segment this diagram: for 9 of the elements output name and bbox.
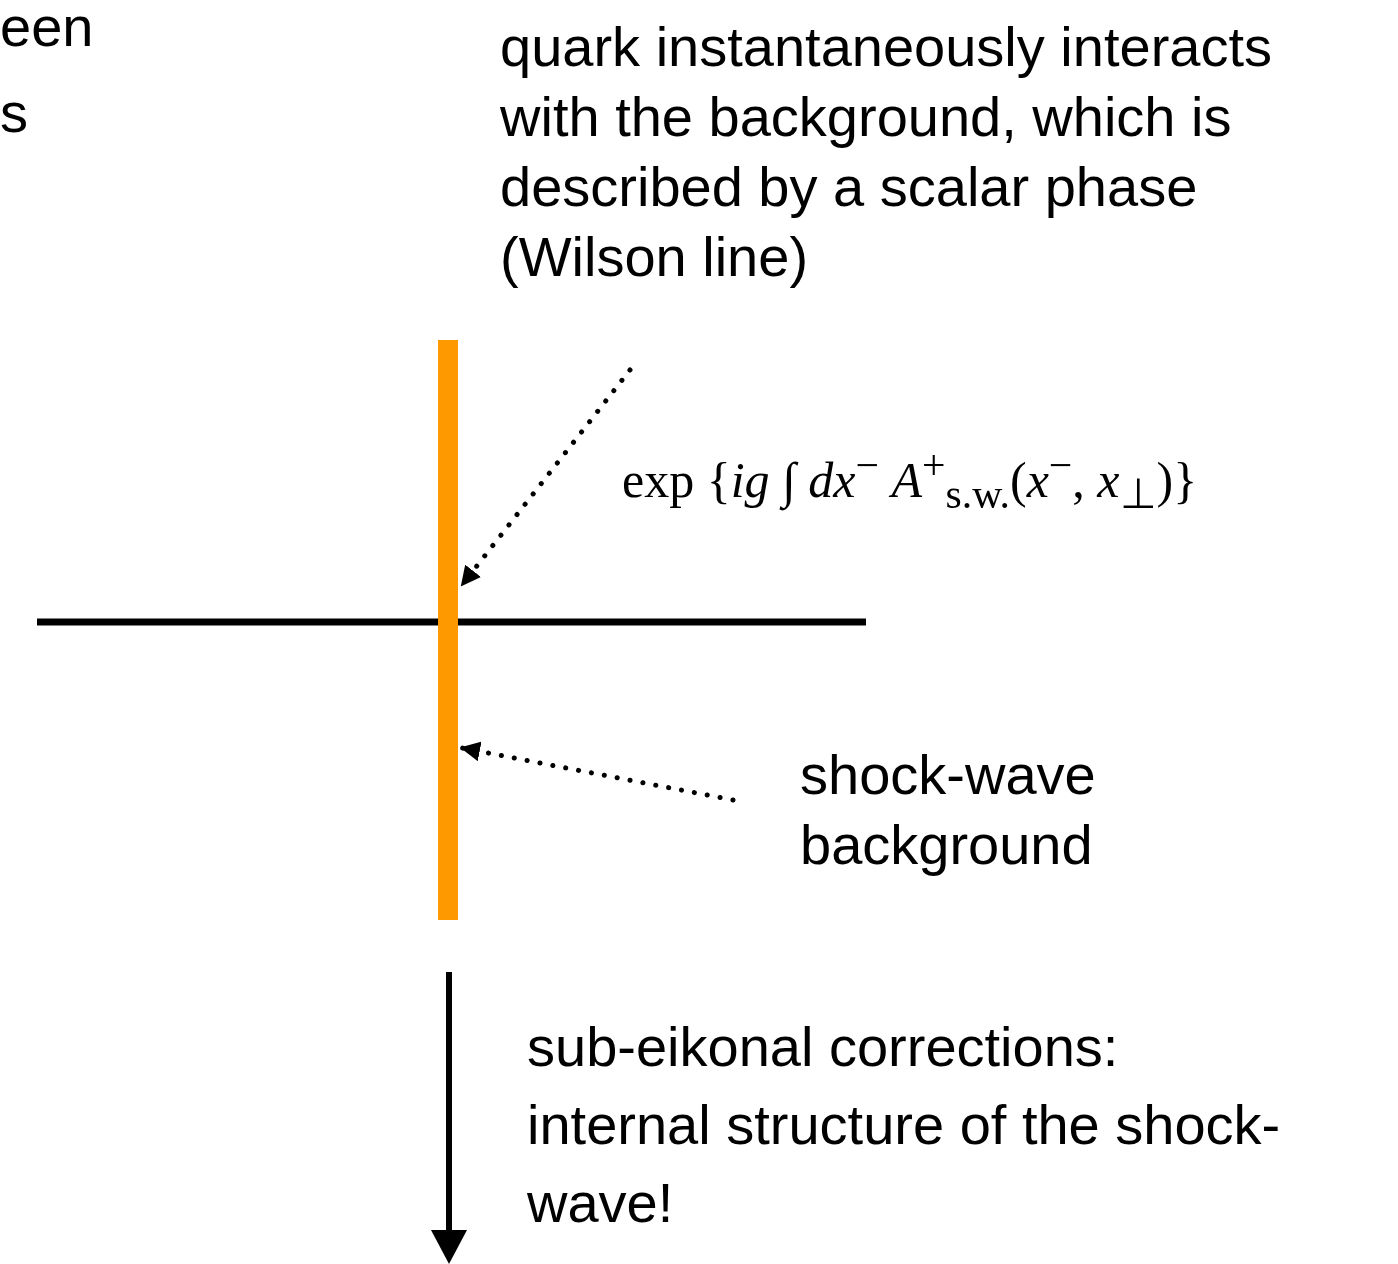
leader-line	[459, 741, 736, 803]
heading-fragment: s	[0, 80, 28, 146]
leader-line	[459, 367, 633, 588]
heading-fragment: een	[0, 0, 94, 60]
shock-wave-text: shock-wave background	[800, 740, 1220, 880]
formula-text: exp {ig ∫ dx$^{−}$ A$^{+}$$_{s.w.}$(x$^{−}$, x$_{⊥}$)}	[622, 435, 1198, 524]
shock-wave-bar	[438, 340, 458, 920]
note-text: quark instantaneously interacts with the background, which is described by a scalar phase (Wilson line)	[500, 14, 1273, 290]
note-text: sub-eikonal corrections: internal structure of the shock-wave!	[527, 1014, 1282, 1236]
